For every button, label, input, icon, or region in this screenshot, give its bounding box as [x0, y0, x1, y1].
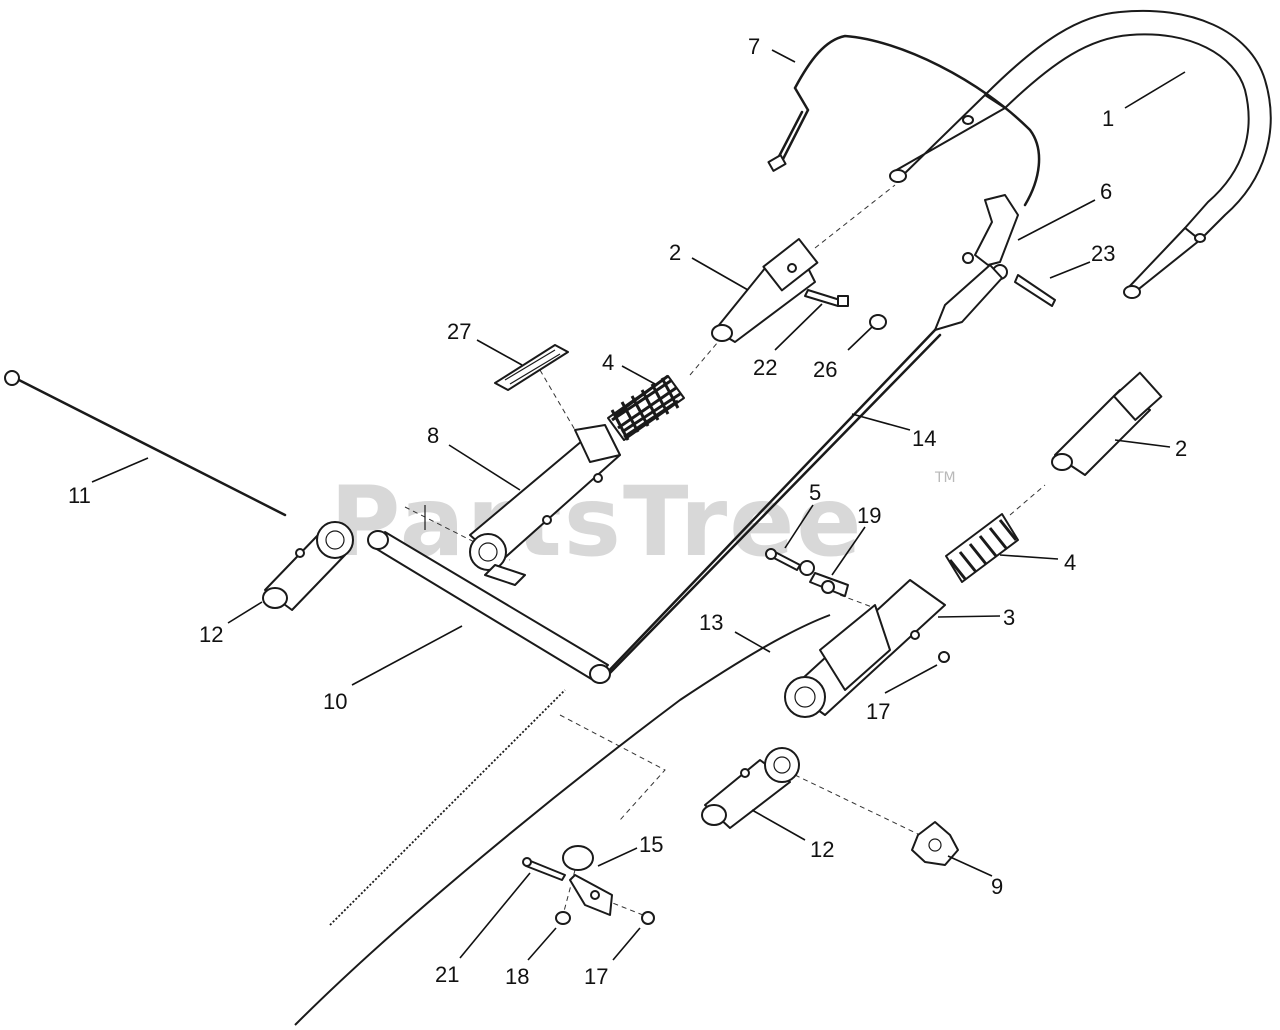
part-13-cable[interactable] [294, 614, 831, 1026]
part-9-knob[interactable] [911, 821, 959, 866]
watermark-tm: TM [934, 470, 956, 486]
callout-1: 1 [1102, 106, 1114, 131]
part-10-cross-tube[interactable] [367, 505, 611, 684]
callout-3: 3 [1003, 605, 1015, 630]
callout-17-upper: 17 [866, 699, 890, 724]
part-18-washer[interactable] [555, 911, 571, 925]
part-4-right-spring[interactable] [945, 513, 1019, 583]
callout-2-upper: 2 [669, 240, 681, 265]
part-3-actuator[interactable] [784, 579, 946, 718]
part-11-long-rod[interactable] [4, 370, 287, 517]
part-17-lower-nut[interactable] [641, 911, 655, 925]
part-14-rod[interactable] [598, 328, 942, 682]
part-15-bracket[interactable] [562, 845, 613, 916]
part-27-decal[interactable] [494, 344, 569, 391]
part-23-pin[interactable] [1014, 274, 1056, 307]
part-12-left-coupler[interactable] [262, 521, 354, 611]
callout-17-lower: 17 [584, 964, 608, 989]
part-1-upper-handle[interactable] [889, 9, 1272, 299]
callout-4-right: 4 [1064, 550, 1076, 575]
callout-18: 18 [505, 964, 529, 989]
part-26-nut[interactable] [869, 314, 887, 330]
part-5-bolt[interactable] [765, 548, 801, 571]
callout-labels: 1 2 2 3 4 4 5 6 7 8 9 10 11 12 12 13 14 … [68, 34, 1187, 989]
part-17-upper-nut[interactable] [938, 651, 950, 663]
alignment-lines [404, 184, 1046, 918]
part-4-upper-spring[interactable] [607, 374, 685, 441]
part-19-link[interactable] [799, 560, 849, 597]
callout-12-lower: 12 [810, 837, 834, 862]
part-12-lower-coupler[interactable] [701, 747, 800, 829]
callout-19: 19 [857, 503, 881, 528]
callout-7: 7 [748, 34, 760, 59]
part-22-bolt[interactable] [804, 289, 849, 307]
callout-5: 5 [809, 480, 821, 505]
callout-2-right: 2 [1175, 436, 1187, 461]
leader-lines [91, 49, 1186, 961]
callout-4-upper: 4 [602, 350, 614, 375]
part-8-lever-assembly[interactable] [469, 424, 621, 586]
callout-21: 21 [435, 962, 459, 987]
callout-26: 26 [813, 357, 837, 382]
callout-6: 6 [1100, 179, 1112, 204]
callout-15: 15 [639, 832, 663, 857]
part-7-bail-wire[interactable] [767, 34, 1041, 207]
part-2-upper-tube[interactable] [711, 238, 819, 343]
callout-14: 14 [912, 426, 936, 451]
callout-23: 23 [1091, 241, 1115, 266]
part-6-control-lever[interactable] [934, 194, 1019, 331]
callout-9: 9 [991, 874, 1003, 899]
callout-8: 8 [427, 423, 439, 448]
callout-11: 11 [68, 483, 91, 508]
callout-27: 27 [447, 319, 471, 344]
callout-22: 22 [753, 355, 777, 380]
callout-13: 13 [699, 610, 723, 635]
callout-12-left: 12 [199, 622, 223, 647]
callout-10: 10 [323, 689, 347, 714]
part-21-pin[interactable] [522, 857, 566, 881]
part-2-right-tube[interactable] [1051, 371, 1163, 476]
